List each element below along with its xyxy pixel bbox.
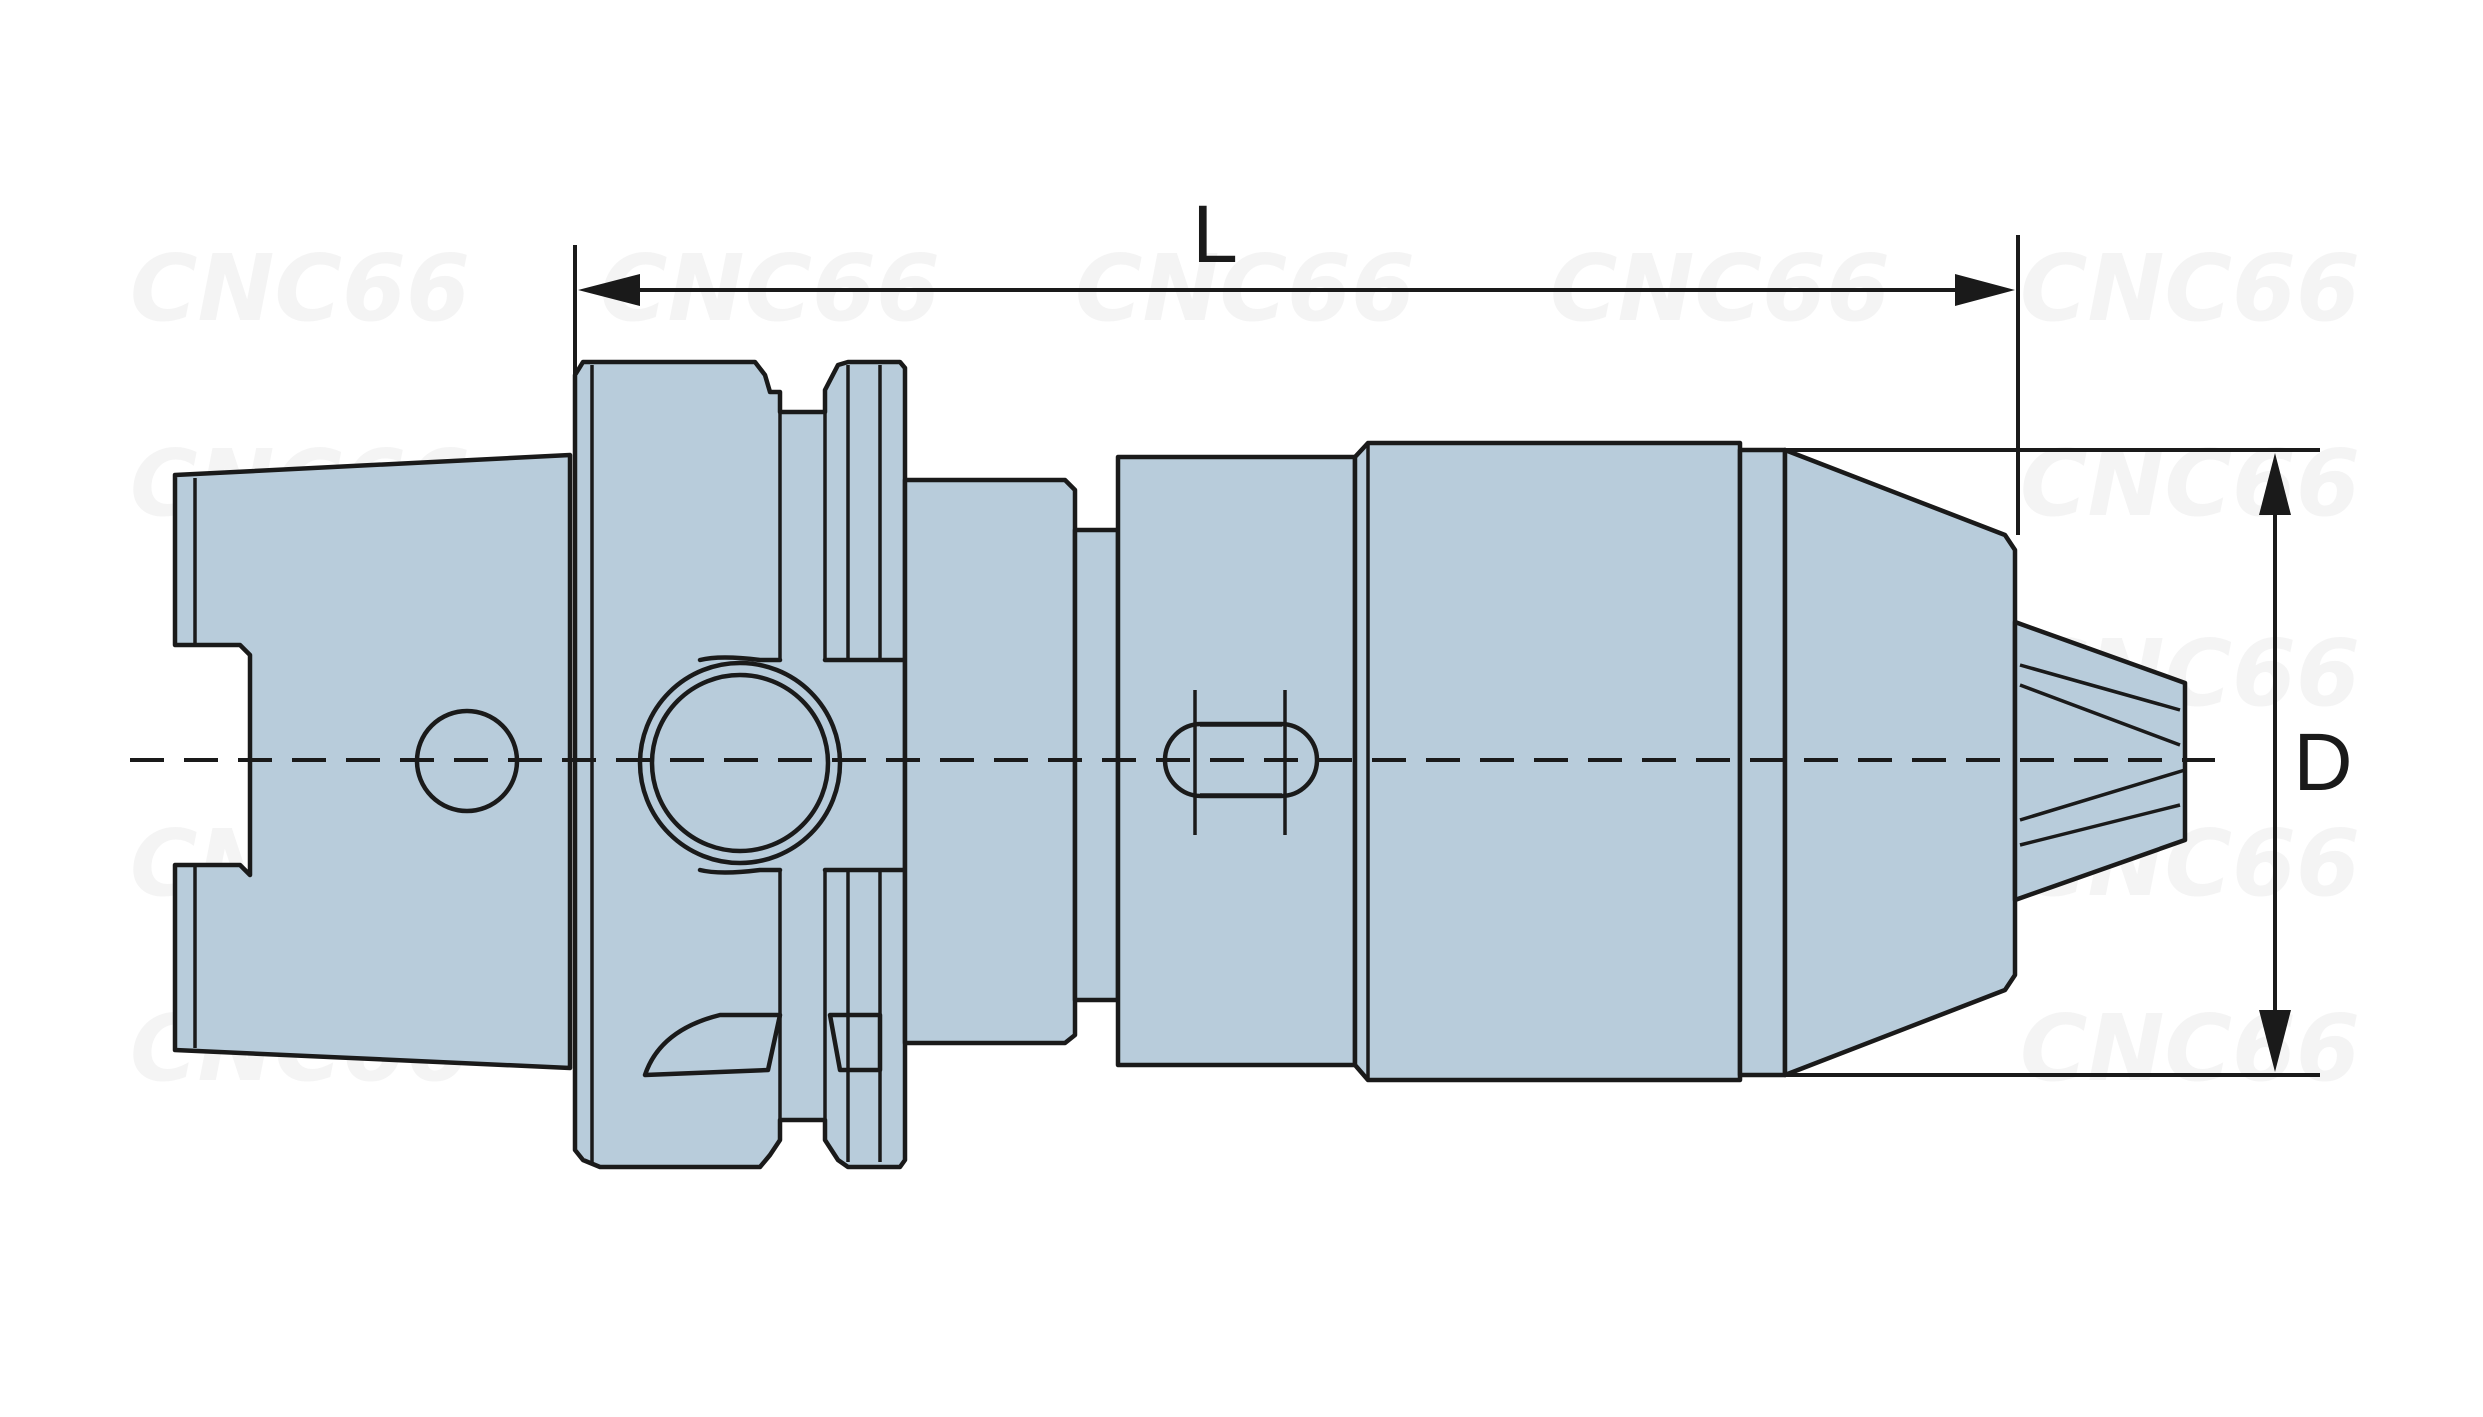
flange-keyway-outline [697,655,908,875]
svg-text:CNC66: CNC66 [130,235,470,342]
svg-text:CNC66: CNC66 [2020,430,2360,537]
svg-text:CNC66: CNC66 [2020,235,2360,342]
neck-step [1072,527,1121,1003]
arrowhead-right [1955,274,2015,306]
arrowhead-bottom [2259,1010,2291,1072]
flange-pocket-inner [649,672,831,854]
dimension-label-l: L [1192,189,1238,280]
jaw-lines [2019,663,2186,847]
flange-pocket-outer [637,660,843,866]
arrowhead-left [578,274,640,306]
chuck-ring [1737,447,1788,1078]
dimension-length: L [573,189,2020,535]
dimension-label-d: D [2293,717,2352,808]
key-slot-marks [1193,690,1287,835]
neck [902,477,1078,1046]
svg-text:CNC66: CNC66 [2020,995,2360,1102]
chuck-nose-cone [1782,447,2018,1078]
flange-notch-lower [642,1012,883,1078]
arrowhead-top [2259,453,2291,515]
dimension-diameter: D [1785,448,2353,1077]
